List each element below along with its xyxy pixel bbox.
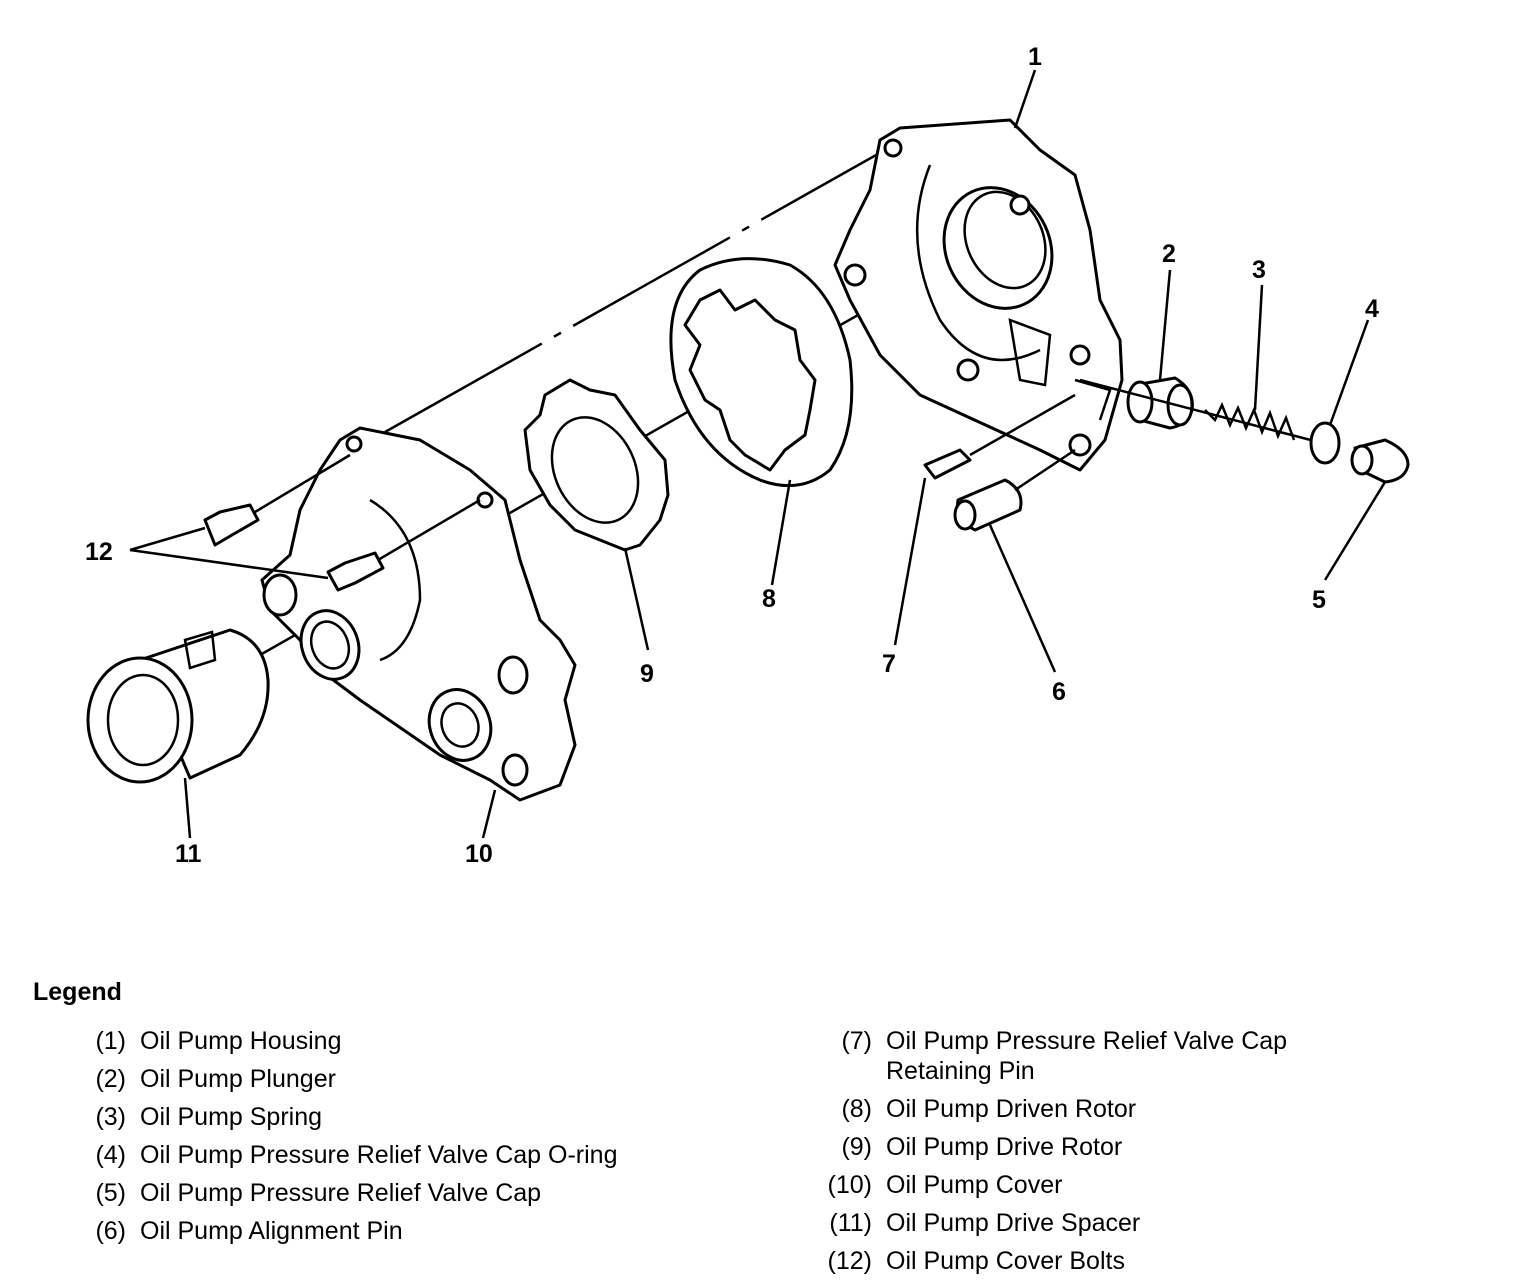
legend-number: (9) <box>841 1133 872 1161</box>
callout-6: 6 <box>1052 678 1066 706</box>
legend-number: (8) <box>841 1095 872 1123</box>
oil-pump-exploded-diagram: 1 8 9 10 11 <box>85 43 1410 868</box>
legend-title: Legend <box>33 978 122 1006</box>
legend-number: (1) <box>95 1027 126 1055</box>
legend-name: Oil Pump Cover <box>886 1171 1063 1199</box>
legend-item: (10) Oil Pump Cover <box>826 1170 1356 1200</box>
callout-8: 8 <box>762 585 776 613</box>
alignment-line <box>384 148 886 434</box>
oil-pump-drive-spacer <box>86 628 270 784</box>
legend-number: (7) <box>841 1027 872 1055</box>
callout-11: 11 <box>175 840 202 868</box>
legend-name: Oil Pump Driven Rotor <box>886 1095 1137 1123</box>
oil-pump-spring <box>1204 401 1296 441</box>
legend-item: (2) Oil Pump Plunger <box>90 1064 720 1094</box>
legend-name: Oil Pump Pressure Relief Valve Cap O-rin… <box>140 1141 618 1169</box>
oil-pump-driven-rotor <box>669 257 854 488</box>
callout-7: 7 <box>882 650 896 678</box>
legend-number: (6) <box>95 1217 126 1245</box>
legend-item: (7) Oil Pump Pressure Relief Valve Cap R… <box>826 1026 1356 1086</box>
legend-number: (10) <box>827 1171 872 1199</box>
callout-3: 3 <box>1252 256 1266 284</box>
legend-item: (3) Oil Pump Spring <box>90 1102 720 1132</box>
legend-name: Oil Pump Drive Rotor <box>886 1133 1123 1161</box>
callout-10: 10 <box>465 840 493 868</box>
legend-name: Oil Pump Alignment Pin <box>140 1217 403 1245</box>
oil-pump-relief-valve-retaining-pin <box>923 448 972 480</box>
oil-pump-drive-rotor <box>523 378 670 552</box>
legend-name: Oil Pump Pressure Relief Valve Cap <box>140 1179 542 1207</box>
legend-number: (11) <box>829 1209 872 1237</box>
callout-9: 9 <box>640 660 654 688</box>
legend-item: (1) Oil Pump Housing <box>90 1026 720 1056</box>
legend-item: (6) Oil Pump Alignment Pin <box>90 1216 720 1246</box>
legend-name: Oil Pump Drive Spacer <box>886 1209 1141 1237</box>
oil-pump-cover-bolts <box>203 503 385 592</box>
legend-number: (2) <box>95 1065 126 1093</box>
oil-pump-cover <box>260 426 577 802</box>
oil-pump-alignment-pin <box>953 478 1023 532</box>
legend-number: (12) <box>827 1247 872 1275</box>
callout-5: 5 <box>1312 586 1326 614</box>
legend-item: (9) Oil Pump Drive Rotor <box>826 1132 1356 1162</box>
legend-name: Oil Pump Housing <box>140 1027 342 1055</box>
callout-12: 12 <box>85 538 113 566</box>
legend-item: (8) Oil Pump Driven Rotor <box>826 1094 1356 1124</box>
callout-1: 1 <box>1028 43 1042 71</box>
legend-name: Oil Pump Plunger <box>140 1065 336 1093</box>
legend-name: Oil Pump Spring <box>140 1103 323 1131</box>
legend-name: Oil Pump Cover Bolts <box>886 1247 1125 1275</box>
legend-item: (5) Oil Pump Pressure Relief Valve Cap <box>90 1178 720 1208</box>
legend-left-column: (1) Oil Pump Housing (2) Oil Pump Plunge… <box>90 1026 720 1254</box>
oil-pump-relief-valve-cap <box>1350 438 1410 484</box>
legend-right-column: (7) Oil Pump Pressure Relief Valve Cap R… <box>826 1026 1356 1284</box>
legend-item: (11) Oil Pump Drive Spacer <box>826 1208 1356 1238</box>
oil-pump-plunger <box>1126 376 1194 430</box>
oil-pump-relief-valve-o-ring <box>1309 421 1341 465</box>
legend-item: (4) Oil Pump Pressure Relief Valve Cap O… <box>90 1140 720 1170</box>
legend-item: (12) Oil Pump Cover Bolts <box>826 1246 1356 1276</box>
oil-pump-housing <box>833 118 1124 472</box>
legend-name: Oil Pump Pressure Relief Valve Cap Retai… <box>886 1027 1288 1085</box>
legend-number: (4) <box>95 1141 126 1169</box>
legend-number: (5) <box>95 1179 126 1207</box>
legend-number: (3) <box>95 1103 126 1131</box>
callout-4: 4 <box>1365 295 1379 323</box>
callout-2: 2 <box>1162 240 1176 268</box>
